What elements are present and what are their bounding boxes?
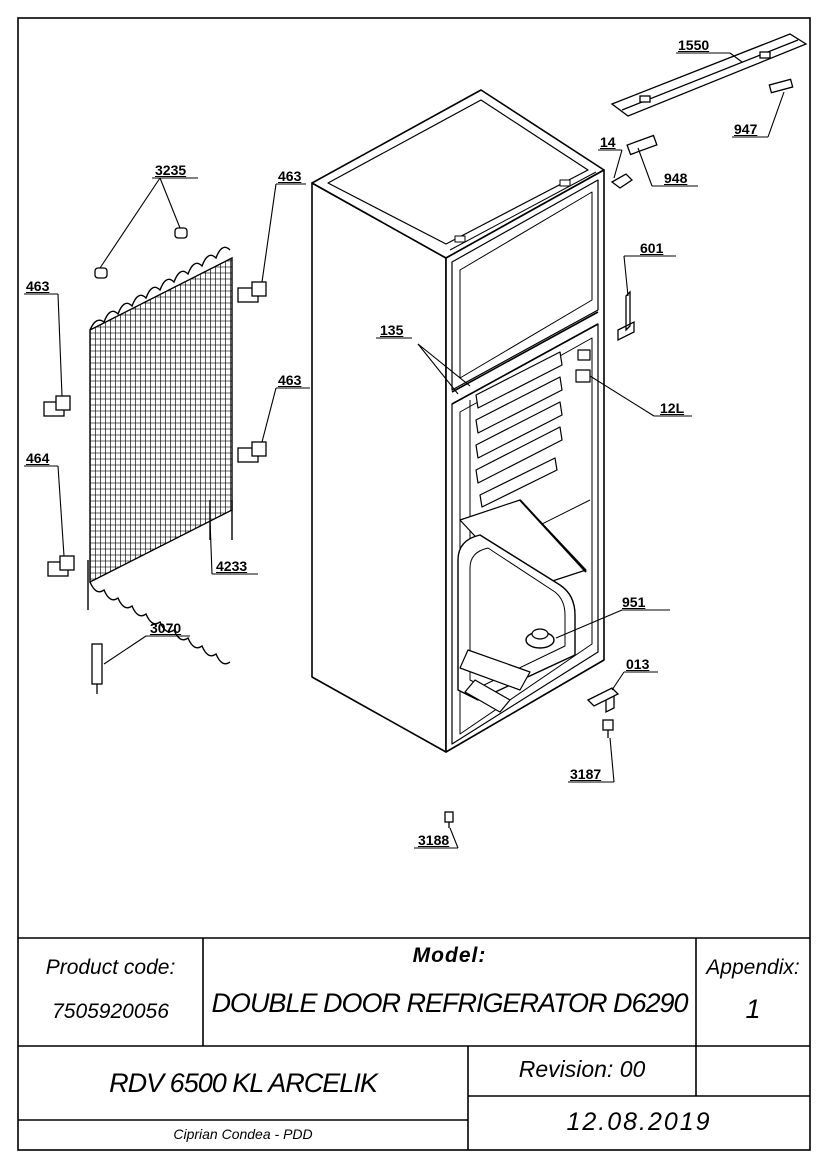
part-label-951: 951 [622,594,646,610]
part-14 [610,173,634,189]
part-label-013: 013 [626,656,650,672]
part-label-3235: 3235 [155,162,187,178]
sheet-border [17,17,811,1151]
foot-3188 [444,811,454,823]
hinge-013 [586,687,620,714]
clip-463-left [43,395,71,417]
appendix-value: 1 [745,994,761,1024]
rail-slot [639,95,651,103]
clip-464 [47,555,75,577]
part-label-12L: 12L [660,400,685,416]
cap-3235-a [94,267,108,279]
model-label: Model: [412,944,487,967]
foot-3187 [602,719,614,731]
part-label-135: 135 [380,322,404,338]
part-947 [768,78,794,94]
part-label-3188: 3188 [418,832,450,848]
small-parts [43,33,808,828]
clip-463-right [237,441,267,463]
tube-3070 [91,643,103,685]
part-label-4233: 4233 [216,558,248,574]
part-label-463-right: 463 [278,372,302,388]
clip-463-top [237,281,267,303]
product-code-label: Product code: [45,956,176,979]
part-948 [626,134,658,156]
product-name: RDV 6500 KL ARCELIK [109,1068,378,1098]
part-label-601: 601 [640,240,664,256]
product-code-value: 7505920056 [52,1000,169,1023]
title-block-grid [18,937,810,1150]
part-label-3070: 3070 [150,620,182,636]
leader-lines [24,52,785,849]
part-label-1550: 1550 [678,37,710,53]
hinge-601 [617,290,635,342]
part-label-3187: 3187 [570,766,602,782]
part-label-463-left: 463 [26,278,50,294]
appendix-label: Appendix: [706,956,800,979]
part-label-948: 948 [664,170,688,186]
part-label-947: 947 [734,121,758,137]
part-label-464: 464 [26,450,50,466]
author: Ciprian Condea - PDD [173,1126,313,1142]
part-label-463-top: 463 [278,168,302,184]
cap-3235-b [174,227,188,239]
date: 12.08.2019 [566,1108,712,1136]
condenser-coil [87,246,233,665]
revision: Revision: 00 [518,1056,646,1082]
part-label-14: 14 [600,134,616,150]
cabinet-drawing [311,89,605,753]
model-value: DOUBLE DOOR REFRIGERATOR D6290 [211,988,688,1018]
